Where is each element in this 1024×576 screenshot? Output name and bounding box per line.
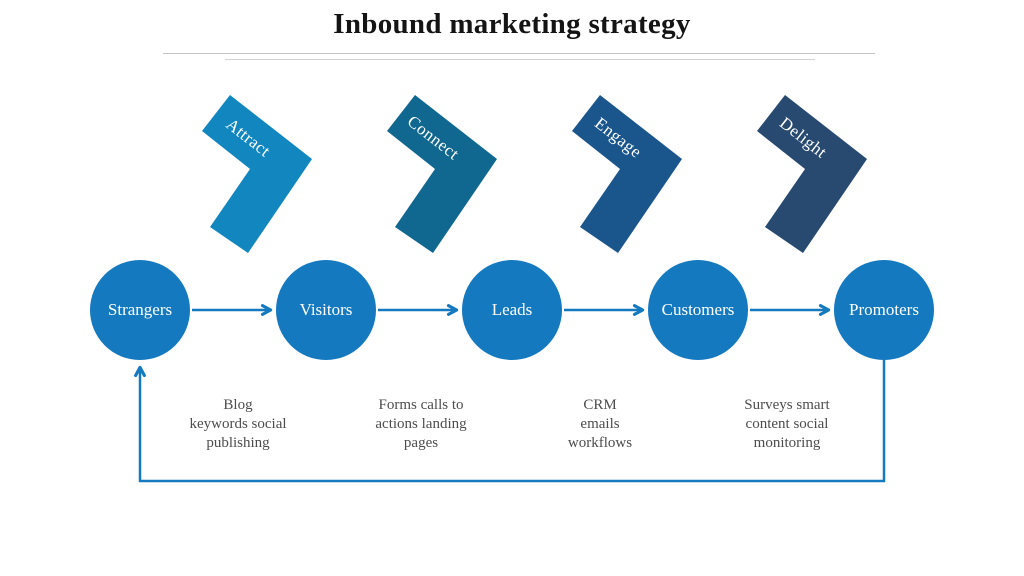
chevron-shape xyxy=(572,95,682,253)
funnel-node-leads: Leads xyxy=(462,260,562,360)
funnel-node-label: Visitors xyxy=(299,300,353,319)
tactic-label-attract: Blog keywords social publishing xyxy=(189,397,287,451)
stage-chevron-attract: Attract xyxy=(194,93,316,255)
feedback-loop-arrow xyxy=(134,360,886,483)
stage-chevron-delight: Delight xyxy=(749,93,871,255)
chevron-shape xyxy=(387,95,497,253)
funnel-node-label: Promoters xyxy=(849,300,919,319)
stage-chevron-engage: Engage xyxy=(564,93,686,255)
funnel-node-label: Leads xyxy=(491,300,533,319)
page-title: Inbound marketing strategy xyxy=(333,8,691,40)
stage-chevron-connect: Connect xyxy=(379,93,501,255)
tactic-label-delight: Surveys smart content social monitoring xyxy=(744,397,830,451)
chevron-shape xyxy=(757,95,867,253)
funnel-node-customers: Customers xyxy=(648,260,748,360)
chevron-shape xyxy=(202,95,312,253)
funnel-node-label: Customers xyxy=(661,300,735,319)
tactic-label-connect: Forms calls to actions landing pages xyxy=(375,397,467,451)
funnel-node-label: Strangers xyxy=(107,300,173,319)
funnel-node-visitors: Visitors xyxy=(276,260,376,360)
divider-line-1 xyxy=(163,53,875,54)
funnel-node-strangers: Strangers xyxy=(90,260,190,360)
funnel-node-promoters: Promoters xyxy=(834,260,934,360)
divider-line-2 xyxy=(225,59,815,60)
tactic-label-engage: CRM emails workflows xyxy=(567,397,633,451)
